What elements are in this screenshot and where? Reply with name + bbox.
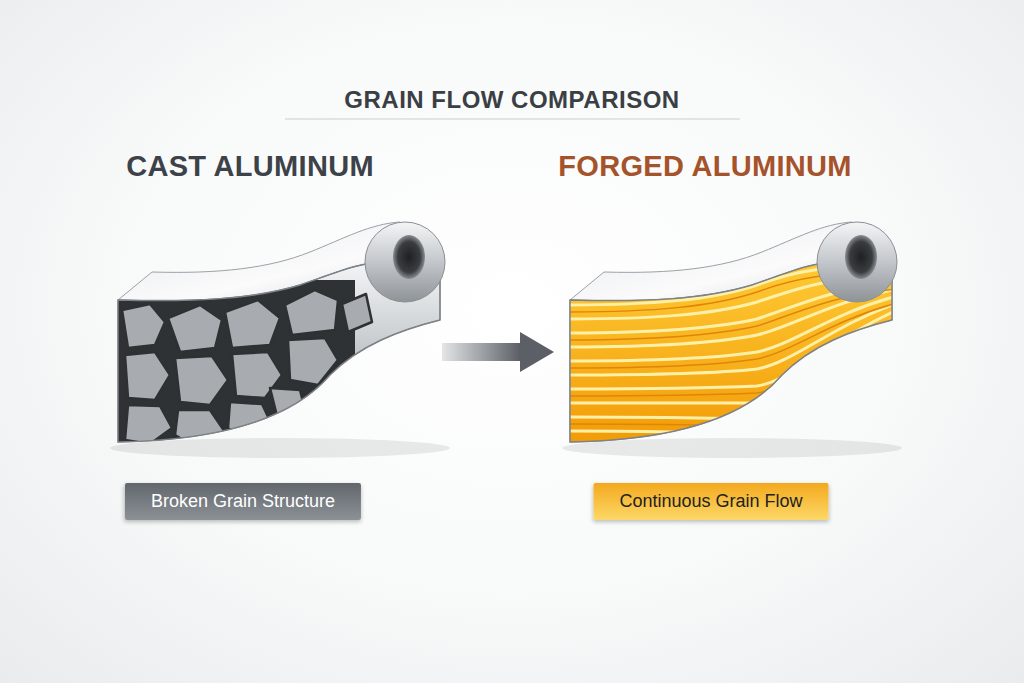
flow-line bbox=[567, 331, 897, 436]
grain bbox=[175, 356, 228, 405]
panel-node: FORGED ALUMINUM Continuous Grain Flow bbox=[556, 150, 926, 554]
shadow bbox=[562, 438, 902, 458]
forged-part bbox=[562, 222, 902, 458]
flow-arrow bbox=[442, 332, 554, 372]
cast-part bbox=[110, 222, 450, 458]
panel-node: CAST ALUMINUM Broken Grain Structure bbox=[100, 150, 440, 554]
title-rule bbox=[285, 118, 740, 119]
grain bbox=[125, 405, 172, 444]
grain bbox=[285, 290, 338, 335]
eye-hole bbox=[845, 235, 877, 279]
grain bbox=[270, 388, 305, 420]
eye-boss bbox=[817, 222, 897, 302]
grain bbox=[228, 402, 272, 438]
structure-badge: Broken Grain Structure bbox=[125, 483, 361, 520]
eye-hole bbox=[393, 235, 425, 279]
flow-badge: Continuous Grain Flow bbox=[593, 483, 828, 520]
grain-ground bbox=[110, 280, 355, 450]
panel-heading: CAST ALUMINUM bbox=[126, 150, 374, 183]
grains bbox=[122, 290, 372, 444]
grain bbox=[125, 352, 170, 400]
arrow-head bbox=[520, 332, 554, 372]
diagram-title: GRAIN FLOW COMPARISON bbox=[0, 86, 1024, 114]
panel-heading: FORGED ALUMINUM bbox=[558, 150, 851, 183]
grain bbox=[122, 304, 165, 348]
shadow bbox=[110, 438, 450, 458]
flow-line bbox=[567, 296, 897, 361]
grain-section bbox=[110, 280, 372, 450]
flow-line bbox=[567, 303, 897, 368]
flow-line bbox=[567, 310, 897, 389]
grain bbox=[175, 410, 225, 444]
grain bbox=[225, 300, 280, 348]
grain bbox=[288, 338, 338, 385]
eye-boss bbox=[365, 222, 445, 302]
grain bbox=[342, 294, 372, 332]
flow-line bbox=[567, 317, 897, 396]
flow-line bbox=[567, 324, 897, 419]
arrow-shaft bbox=[442, 343, 520, 361]
grain bbox=[168, 305, 222, 352]
